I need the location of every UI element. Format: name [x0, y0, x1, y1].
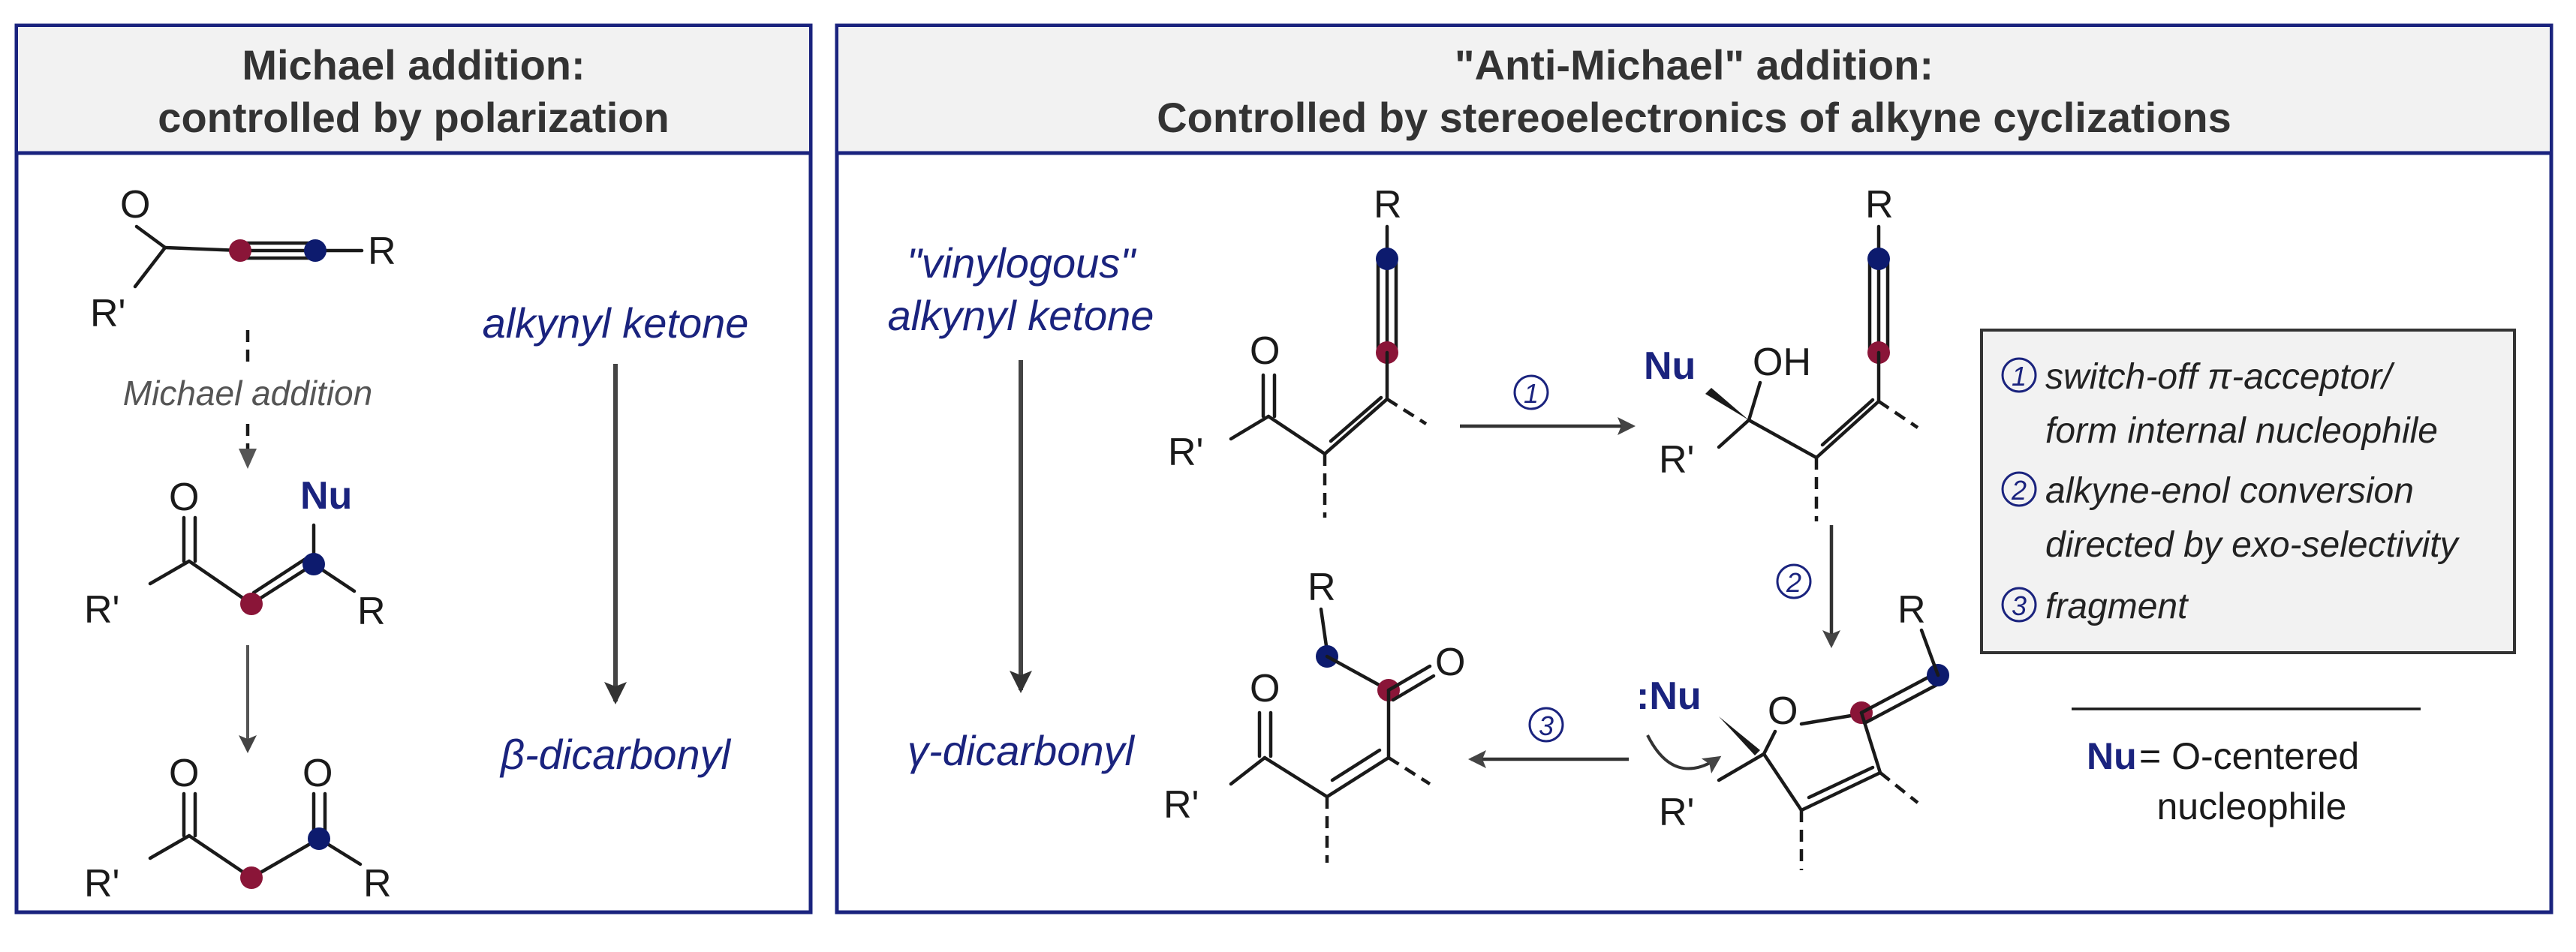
nu-label: Nu: [1644, 344, 1696, 388]
right-panel-header-bg: [838, 27, 2550, 153]
legend-frame: [1980, 329, 2516, 654]
electrophilic-carbon-dot: [229, 239, 251, 262]
alkynyl-ketone-label: alkynyl ketone: [483, 299, 749, 347]
atom-label-r: R: [1865, 183, 1894, 227]
atom-label-r: R: [1897, 588, 1926, 632]
step1-number: 1: [1524, 378, 1539, 409]
atom-label-r: R: [357, 590, 386, 633]
right-panel-frame: [835, 23, 2553, 914]
legend-item2-line2: directed by exo-selectivity: [2045, 525, 2460, 565]
gamma-dicarbonyl-structure: R O O R': [1163, 566, 1465, 863]
cyclized-intermediate-structure: :Nu O R' R: [1636, 588, 1949, 870]
atom-label-o: O: [302, 752, 333, 795]
nu-definition-text2: nucleophile: [2157, 785, 2347, 827]
atom-label-o: O: [1250, 329, 1280, 373]
step3-number: 3: [1539, 710, 1554, 741]
step1-badge: [1513, 374, 1549, 410]
nucleophile-carbon-dot: [302, 553, 325, 575]
atom-label-o: O: [169, 752, 199, 795]
atom-label-o: O: [1768, 689, 1798, 733]
atom-label-o: O: [169, 476, 199, 519]
left-title-line2: controlled by polarization: [158, 94, 669, 141]
legend-item3: fragment: [2045, 587, 2189, 626]
left-title-line1: Michael addition:: [242, 41, 585, 89]
vinylogous-ketone-structure: R O R': [1168, 183, 1428, 518]
atom-label-r: R: [1374, 183, 1402, 227]
legend-step1-number: 1: [2012, 361, 2027, 392]
alkyne-terminal-dot: [304, 239, 327, 262]
legend-step3-number: 3: [2012, 590, 2027, 621]
alpha-carbon-dot: [240, 866, 263, 889]
atom-label-r: R: [363, 862, 392, 905]
atom-label-r: R: [368, 230, 396, 273]
alkyne-terminal-dot: [1376, 248, 1398, 270]
left-panel: Michael addition: controlled by polariza…: [14, 23, 813, 914]
atom-label-o: O: [1435, 641, 1465, 684]
curved-electron-arrow: [1646, 734, 1722, 774]
alkyne-terminal-dot: [1867, 248, 1890, 270]
vinylogous-label: "vinylogous": [907, 239, 1136, 287]
gamma-dicarbonyl-label: γ-dicarbonyl: [907, 727, 1135, 774]
atom-label-o: O: [120, 183, 150, 227]
atom-label-o: O: [1250, 667, 1280, 710]
step2-number: 2: [1786, 567, 1801, 598]
atom-label-rprime: R': [84, 862, 119, 905]
step2-badge: [1776, 563, 1812, 599]
legend-item1-line1: switch-off π-acceptor/: [2045, 357, 2395, 397]
electrophilic-carbon-dot: [240, 593, 263, 615]
propargylic-alcohol-structure: R Nu OH R': [1644, 183, 1919, 521]
beta-dicarbonyl-structure: O R' O R: [84, 752, 392, 905]
atom-label-rprime: R': [1168, 431, 1203, 474]
legend-item1-line2: form internal nucleophile: [2045, 411, 2438, 451]
nu-definition-text1: = O-centered: [2139, 735, 2359, 777]
right-panel: "Anti-Michael" addition: Controlled by s…: [835, 23, 2553, 914]
nu-label: Nu: [300, 474, 352, 518]
nu-lone-pair-label: :Nu: [1636, 674, 1702, 718]
atom-label-rprime: R': [1659, 438, 1694, 482]
legend-step2-number: 2: [2011, 475, 2027, 506]
alkynyl-ketone-structure: O R' R: [90, 183, 396, 335]
step3-badge: [1528, 707, 1564, 743]
nu-definition-symbol: Nu: [2087, 735, 2137, 777]
beta-dicarbonyl-label: β-dicarbonyl: [499, 731, 731, 778]
legend-item2-line1: alkyne-enol conversion: [2045, 471, 2414, 511]
left-panel-frame: [14, 23, 813, 914]
atom-label-oh: OH: [1753, 341, 1811, 384]
right-title-line1: "Anti-Michael" addition:: [1455, 41, 1934, 89]
legend-box: 1 switch-off π-acceptor/ form internal n…: [1980, 329, 2516, 654]
right-title-line2: Controlled by stereoelectronics of alkyn…: [1157, 94, 2231, 141]
atom-label-rprime: R': [84, 588, 119, 632]
michael-arrowhead: [239, 449, 257, 469]
carbonyl-carbon-dot: [308, 827, 330, 850]
vinylogous-alkynyl-ketone-label: alkynyl ketone: [888, 292, 1154, 339]
michael-addition-label: Michael addition: [123, 374, 372, 413]
atom-label-r: R: [1308, 566, 1336, 609]
atom-label-rprime: R': [1659, 791, 1694, 834]
atom-label-rprime: R': [90, 292, 125, 335]
left-panel-header-bg: [18, 27, 809, 153]
atom-label-rprime: R': [1163, 783, 1199, 827]
michael-adduct-structure: O R' Nu R: [84, 474, 386, 633]
